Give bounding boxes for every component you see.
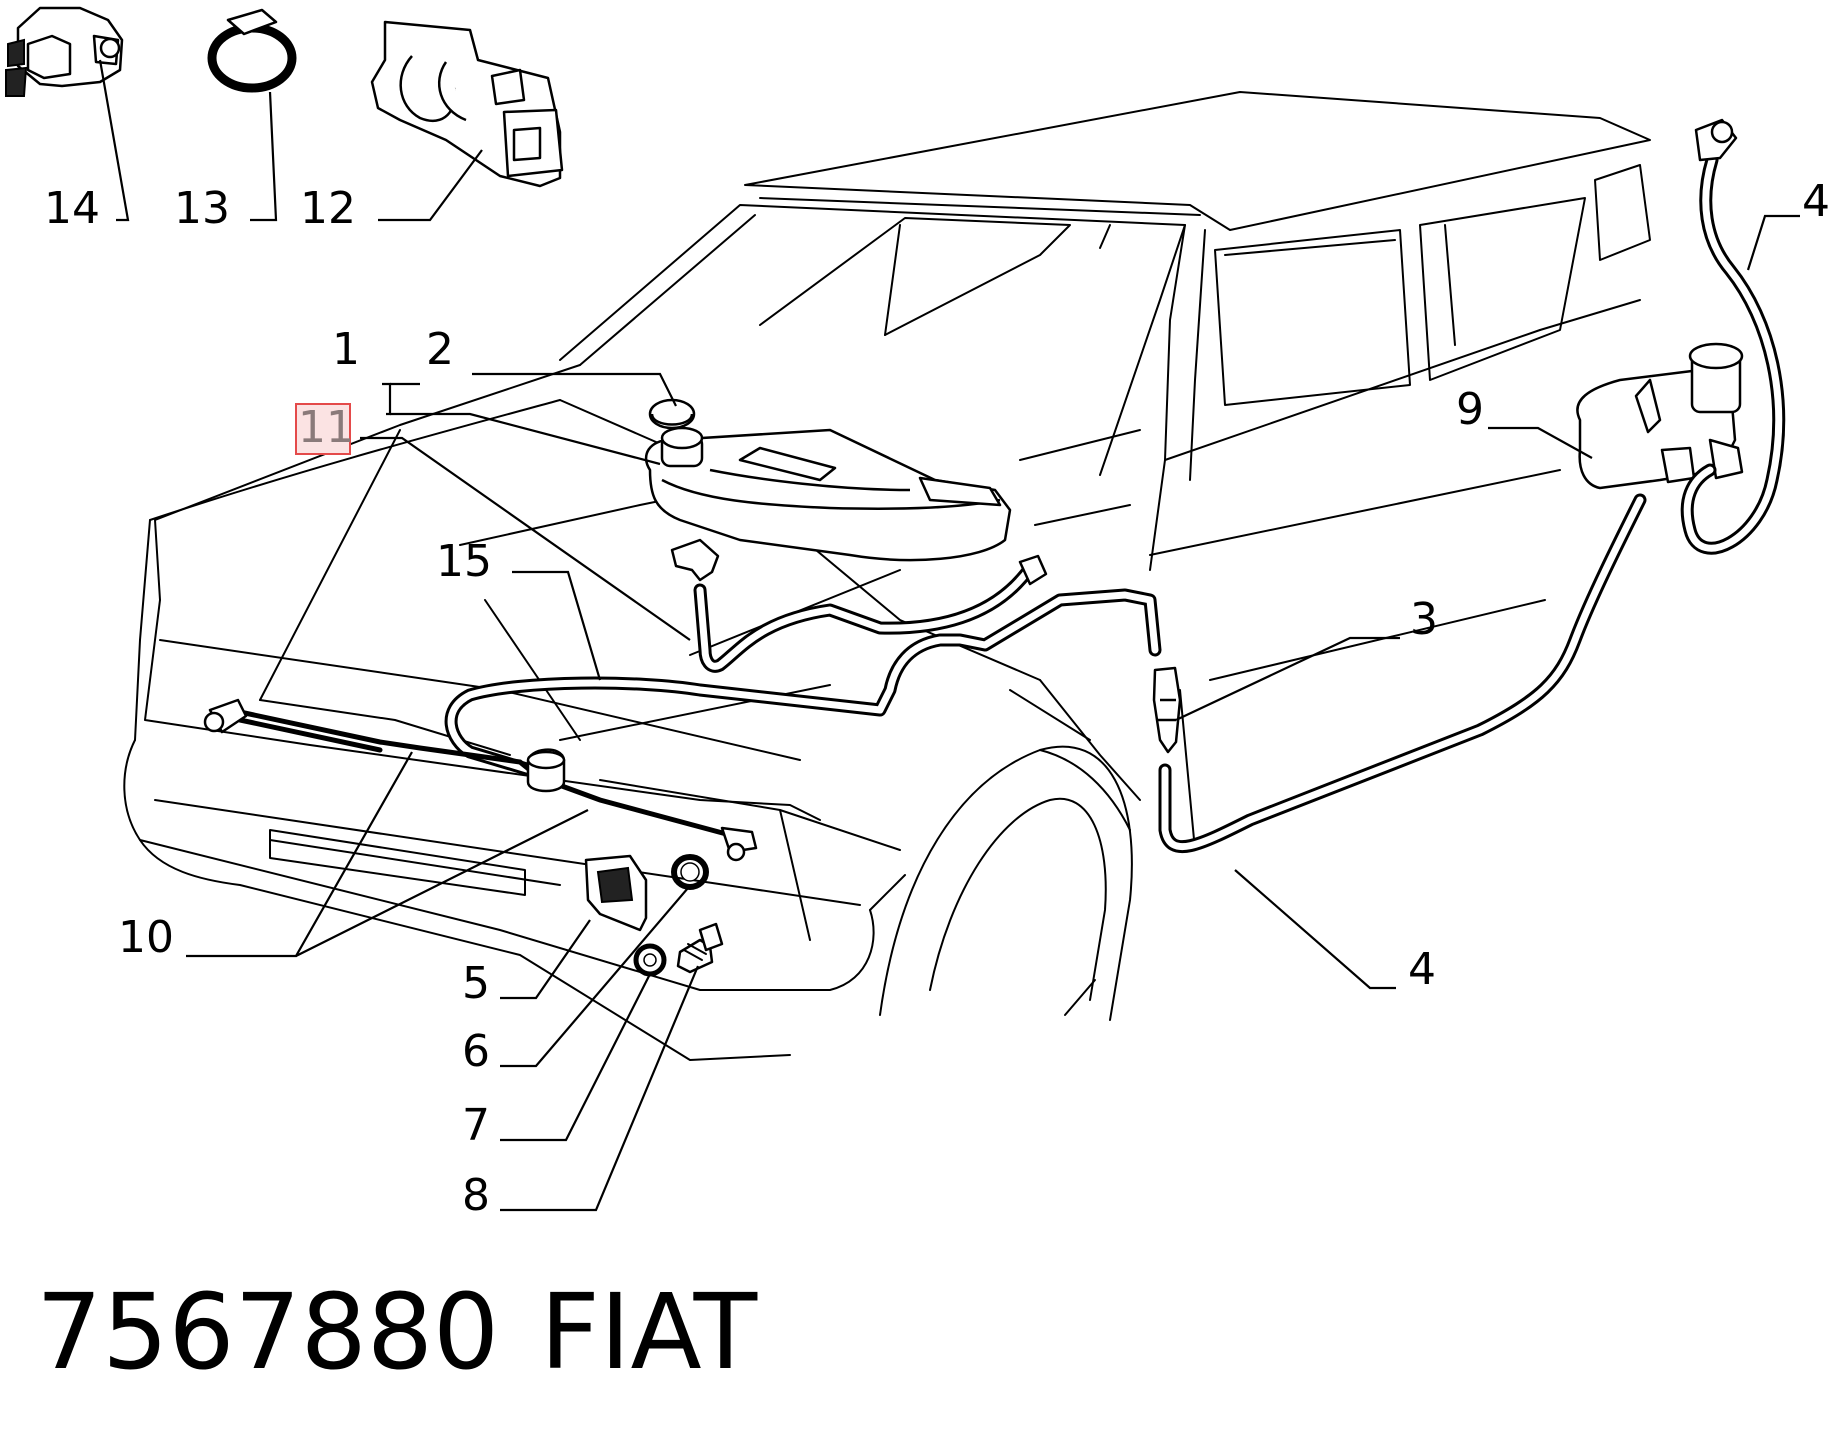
callout-7: 7 [462,1100,490,1151]
callout-5: 5 [462,958,490,1009]
part-6-clamp [671,854,709,890]
callout-4-top: 4 [1802,176,1830,227]
part-8-nozzle-screw [676,922,724,974]
part-4-rear-hose [1680,118,1786,555]
callout-14: 14 [44,183,100,234]
car-body-outline [123,91,1651,1061]
part-3-connector [1152,666,1182,754]
part-number: 7567880 [36,1271,499,1393]
callout-11-highlight [295,403,351,455]
part-11-hose [670,538,1048,673]
part-1-front-washer-reservoir [644,426,1012,562]
callout-3: 3 [1410,594,1438,645]
part-2-reservoir-cap [648,398,696,430]
callout-12: 12 [300,183,356,234]
part-4-lower-hose [1158,493,1647,854]
part-15-front-hose [444,588,1162,777]
footer: 7567880 FIAT [36,1271,758,1393]
part-13-hose-clamp [207,8,297,93]
callout-15: 15 [436,536,492,587]
part-9-rear-washer-reservoir [1576,342,1744,490]
part-10-nozzle-wiring [203,698,758,862]
part-5-pump [584,854,648,932]
callout-8: 8 [462,1170,490,1221]
callout-2: 2 [426,324,454,375]
callout-13: 13 [174,183,230,234]
part-7-grommet [633,943,667,977]
callout-11: 11 [298,402,354,453]
callout-6: 6 [462,1026,490,1077]
brand-name: FIAT [540,1271,758,1393]
callout-1: 1 [332,324,360,375]
leader-lines [98,59,1800,1212]
callout-9: 9 [1456,384,1484,435]
callout-10: 10 [118,912,174,963]
part-14-clip [5,6,124,97]
part-12-bracket [370,20,564,188]
callout-4-bottom: 4 [1408,944,1436,995]
callout-labels: 14 13 12 1 2 11 15 3 4 9 4 10 5 6 7 8 [44,176,1830,1221]
